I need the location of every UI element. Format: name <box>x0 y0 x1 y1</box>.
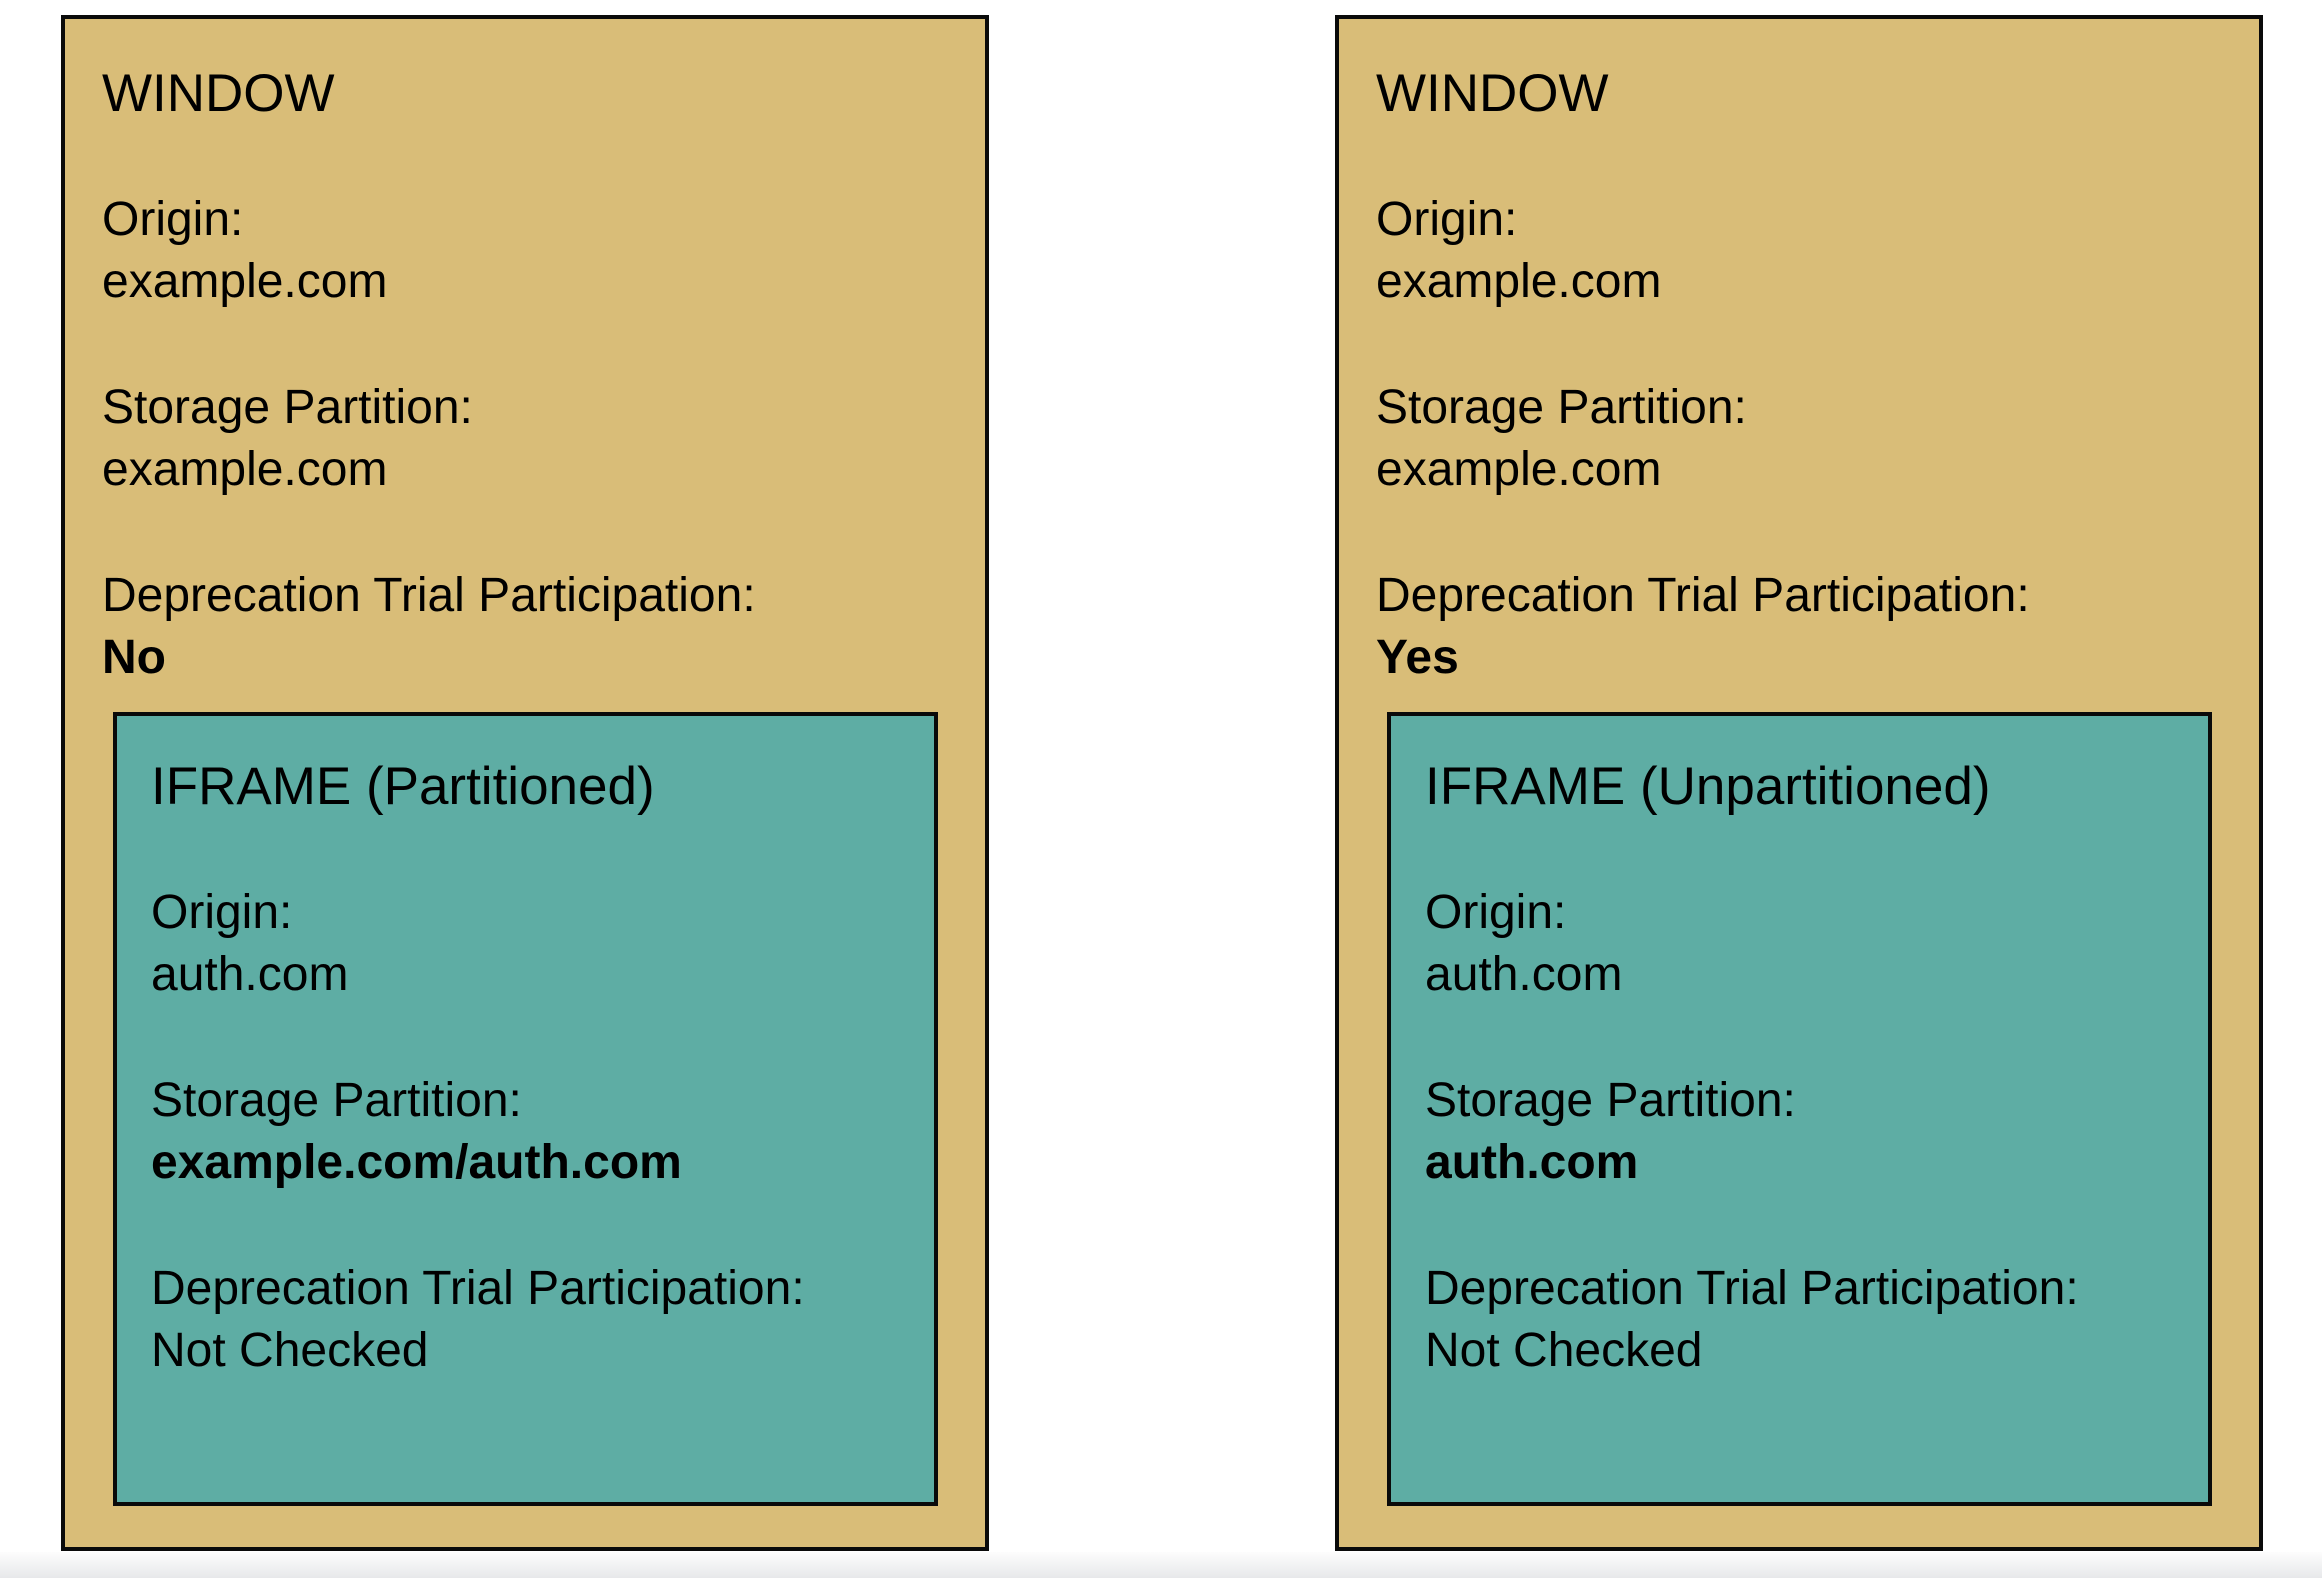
iframe-field-deprecation-trial: Deprecation Trial Participation: Not Che… <box>151 1258 906 1382</box>
iframe-field-value-origin: auth.com <box>1425 948 1623 1001</box>
iframe-field-label-origin: Origin: <box>1425 886 1567 939</box>
window-title: WINDOW <box>102 64 335 123</box>
iframe-field-value-storage-partition: example.com/auth.com <box>151 1136 682 1189</box>
window-box-unpartitioned: WINDOW Origin: example.com Storage Parti… <box>1335 15 2263 1551</box>
field-origin: Origin: example.com <box>102 189 949 313</box>
field-origin: Origin: example.com <box>1376 189 2223 313</box>
iframe-box-partitioned: IFRAME (Partitioned) Origin: auth.com St… <box>113 712 938 1506</box>
page-bottom-edge <box>0 1552 2322 1578</box>
field-value-deprecation-trial: Yes <box>1376 631 1459 684</box>
field-label-origin: Origin: <box>1376 193 1518 246</box>
iframe-field-value-deprecation-trial: Not Checked <box>151 1324 429 1377</box>
iframe-field-value-deprecation-trial: Not Checked <box>1425 1324 1703 1377</box>
field-label-storage-partition: Storage Partition: <box>102 381 473 434</box>
iframe-content: IFRAME (Unpartitioned) Origin: auth.com … <box>1391 716 2208 1382</box>
iframe-field-storage-partition: Storage Partition: auth.com <box>1425 1070 2180 1194</box>
iframe-field-label-storage-partition: Storage Partition: <box>151 1074 522 1127</box>
iframe-title: IFRAME (Unpartitioned) <box>1425 757 1991 816</box>
field-storage-partition: Storage Partition: example.com <box>102 377 949 501</box>
iframe-field-label-storage-partition: Storage Partition: <box>1425 1074 1796 1127</box>
window-content: WINDOW Origin: example.com Storage Parti… <box>1339 19 2259 689</box>
window-title: WINDOW <box>1376 64 1609 123</box>
iframe-field-deprecation-trial: Deprecation Trial Participation: Not Che… <box>1425 1258 2180 1382</box>
field-value-origin: example.com <box>1376 255 1662 308</box>
iframe-field-label-deprecation-trial: Deprecation Trial Participation: <box>1425 1262 2079 1315</box>
iframe-title: IFRAME (Partitioned) <box>151 757 655 816</box>
window-content: WINDOW Origin: example.com Storage Parti… <box>65 19 985 689</box>
field-label-deprecation-trial: Deprecation Trial Participation: <box>102 569 756 622</box>
field-label-deprecation-trial: Deprecation Trial Participation: <box>1376 569 2030 622</box>
iframe-field-origin: Origin: auth.com <box>151 882 906 1006</box>
iframe-content: IFRAME (Partitioned) Origin: auth.com St… <box>117 716 934 1382</box>
field-deprecation-trial: Deprecation Trial Participation: Yes <box>1376 565 2223 689</box>
iframe-field-storage-partition: Storage Partition: example.com/auth.com <box>151 1070 906 1194</box>
field-deprecation-trial: Deprecation Trial Participation: No <box>102 565 949 689</box>
field-value-origin: example.com <box>102 255 388 308</box>
field-value-storage-partition: example.com <box>1376 443 1662 496</box>
iframe-field-value-origin: auth.com <box>151 948 349 1001</box>
field-storage-partition: Storage Partition: example.com <box>1376 377 2223 501</box>
field-label-origin: Origin: <box>102 193 244 246</box>
window-box-partitioned: WINDOW Origin: example.com Storage Parti… <box>61 15 989 1551</box>
iframe-box-unpartitioned: IFRAME (Unpartitioned) Origin: auth.com … <box>1387 712 2212 1506</box>
iframe-field-value-storage-partition: auth.com <box>1425 1136 1639 1189</box>
field-value-deprecation-trial: No <box>102 631 166 684</box>
field-value-storage-partition: example.com <box>102 443 388 496</box>
iframe-field-label-origin: Origin: <box>151 886 293 939</box>
field-label-storage-partition: Storage Partition: <box>1376 381 1747 434</box>
iframe-field-label-deprecation-trial: Deprecation Trial Participation: <box>151 1262 805 1315</box>
iframe-field-origin: Origin: auth.com <box>1425 882 2180 1006</box>
